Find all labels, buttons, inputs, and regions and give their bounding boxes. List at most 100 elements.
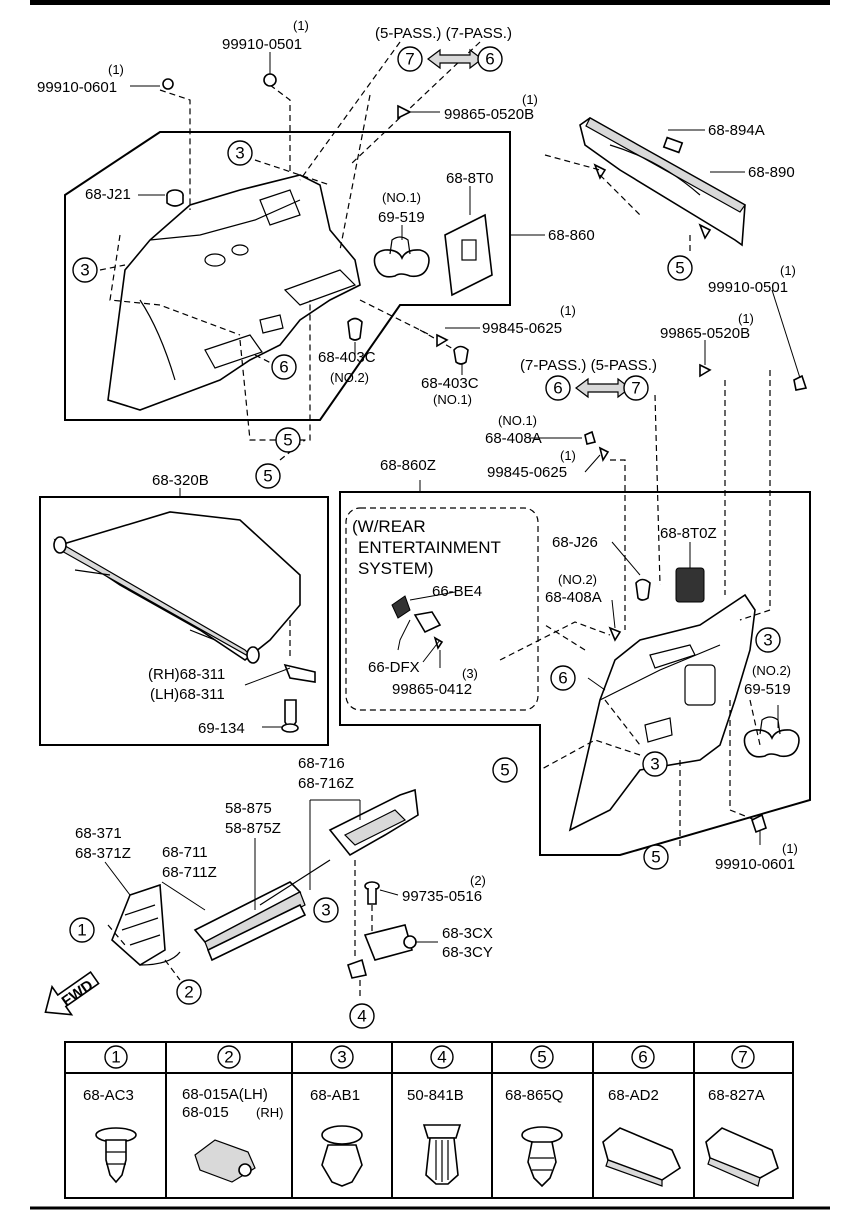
callout-6-mid: 6 <box>545 375 571 401</box>
part-68-J26: 68-J26 <box>552 534 598 551</box>
rear-ent-line2: ENTERTAINMENT <box>358 538 501 557</box>
svg-text:3: 3 <box>80 261 89 280</box>
part-r99910-0501: 99910-0501 <box>708 279 788 296</box>
part-68-3CX: 68-3CX <box>442 925 493 942</box>
part-69-134: 69-134 <box>198 720 245 737</box>
part-99865-0412: 99865-0412 <box>392 681 472 698</box>
part-68-716: 68-716 <box>298 755 345 772</box>
callout-6-a: 6 <box>271 354 297 380</box>
callout-1-a: 1 <box>69 917 95 943</box>
part-68-894A: 68-894A <box>708 122 765 139</box>
rear-ent-line1: (W/REAR <box>352 517 426 536</box>
part-99845-0625: 99845-0625 <box>482 320 562 337</box>
note-68-403C-no1: (NO.1) <box>433 392 472 407</box>
qty-99910-0501: (1) <box>293 18 309 33</box>
part-68-8T0Z: 68-8T0Z <box>660 525 717 542</box>
group-outline-68-320B <box>39 496 329 746</box>
legend-col-7: 7 68-827A <box>705 1045 779 1187</box>
part-68-371: 68-371 <box>75 825 122 842</box>
callout-3-c: 3 <box>755 627 781 653</box>
part-68-311-rh: (RH)68-311 <box>148 666 225 683</box>
legend-col-2: 2 68-015A(LH) 68-015 (RH) <box>182 1045 283 1183</box>
part-99910-0601: 99910-0601 <box>37 79 117 96</box>
svg-text:3: 3 <box>235 144 244 163</box>
callout-7-top: 7 <box>397 46 423 72</box>
qty-r99845-0625: (1) <box>560 448 576 463</box>
top-border <box>30 0 830 5</box>
svg-text:6: 6 <box>638 1048 647 1067</box>
svg-text:68-015: 68-015 <box>182 1104 229 1121</box>
callout-5-d: 5 <box>492 757 518 783</box>
scuff-plate-68-890 <box>544 117 746 255</box>
svg-text:4: 4 <box>357 1007 366 1026</box>
part-68-860Z: 68-860Z <box>380 457 436 474</box>
fastener-legend-table: 1 68-AC3 2 68-015A(LH) 68-015 (RH) 3 68-… <box>64 1041 794 1199</box>
note-68-403C-no2: (NO.2) <box>330 370 369 385</box>
svg-text:7: 7 <box>405 50 414 69</box>
part-58-875Z: 58-875Z <box>225 820 281 837</box>
svg-text:5: 5 <box>537 1048 546 1067</box>
svg-text:7: 7 <box>738 1048 747 1067</box>
note-68-408A-no1: (NO.1) <box>498 413 537 428</box>
forward-arrow <box>44 970 100 1016</box>
svg-text:2: 2 <box>184 983 193 1002</box>
part-69-519: 69-519 <box>378 209 425 226</box>
qty-b99910-0601: (1) <box>782 841 798 856</box>
legend-col-6: 6 68-AD2 <box>602 1045 682 1187</box>
part-68-711Z: 68-711Z <box>162 864 217 881</box>
part-68-403C-a: 68-403C <box>318 349 376 366</box>
callout-arrows-mid <box>575 377 631 399</box>
note-7pass-5pass: (7-PASS.) (5-PASS.) <box>520 357 657 374</box>
svg-text:5: 5 <box>500 761 509 780</box>
svg-text:(RH): (RH) <box>256 1105 283 1120</box>
part-99910-0501: 99910-0501 <box>222 36 302 53</box>
svg-text:4: 4 <box>437 1048 446 1067</box>
group-outline-68-860Z <box>339 491 811 856</box>
callout-5-e: 5 <box>643 844 669 870</box>
cover-68-8T0 <box>444 213 493 297</box>
part-68-311-lh: (LH)68-311 <box>150 686 225 703</box>
callout-6-b: 6 <box>550 665 576 691</box>
group-outline-68-860 <box>64 131 511 421</box>
part-68-403C-b: 68-403C <box>421 375 479 392</box>
qty-99865-0520B: (1) <box>522 92 538 107</box>
legend-col-1: 1 68-AC3 <box>83 1045 137 1184</box>
svg-text:1: 1 <box>111 1048 120 1067</box>
note-69-519-no1: (NO.1) <box>382 190 421 205</box>
svg-text:5: 5 <box>651 848 660 867</box>
callout-7-mid: 7 <box>623 375 649 401</box>
part-68-371Z: 68-371Z <box>75 845 131 862</box>
labels: (5-PASS.) (7-PASS.) (1) 99910-0501 (1) 9… <box>37 18 798 1010</box>
part-68-716Z: 68-716Z <box>298 775 354 792</box>
svg-text:5: 5 <box>675 259 684 278</box>
quarter-trim-panel-left <box>107 174 361 411</box>
part-r99865-0520B: 99865-0520B <box>660 325 750 342</box>
svg-text:1: 1 <box>77 921 86 940</box>
callout-4-a: 4 <box>349 1003 375 1029</box>
svg-text:68-AB1: 68-AB1 <box>310 1087 360 1104</box>
svg-text:68-865Q: 68-865Q <box>505 1087 563 1104</box>
svg-text:68-015A(LH): 68-015A(LH) <box>182 1086 268 1103</box>
part-68-890: 68-890 <box>748 164 795 181</box>
svg-text:68-827A: 68-827A <box>708 1087 765 1104</box>
part-r99845-0625: 99845-0625 <box>487 464 567 481</box>
svg-text:6: 6 <box>558 669 567 688</box>
rear-entertainment-box <box>345 507 539 711</box>
svg-text:3: 3 <box>321 901 330 920</box>
part-69-519-no2: 69-519 <box>744 681 791 698</box>
svg-text:7: 7 <box>631 379 640 398</box>
trim-group-68-860 <box>64 41 511 461</box>
svg-text:3: 3 <box>650 755 659 774</box>
note-68-408A-no2: (NO.2) <box>558 572 597 587</box>
callout-3-a: 3 <box>227 140 253 166</box>
cargo-cover-group-68-320B <box>39 496 329 746</box>
trim-group-68-860Z <box>339 363 811 856</box>
svg-text:3: 3 <box>763 631 772 650</box>
leader-lines <box>104 52 801 943</box>
legend-col-3: 3 68-AB1 <box>310 1045 363 1187</box>
callout-3-b: 3 <box>72 257 98 283</box>
part-68-408A-no1: 68-408A <box>485 430 542 447</box>
part-99735-0516: 99735-0516 <box>402 888 482 905</box>
svg-text:5: 5 <box>263 467 272 486</box>
svg-text:6: 6 <box>553 379 562 398</box>
